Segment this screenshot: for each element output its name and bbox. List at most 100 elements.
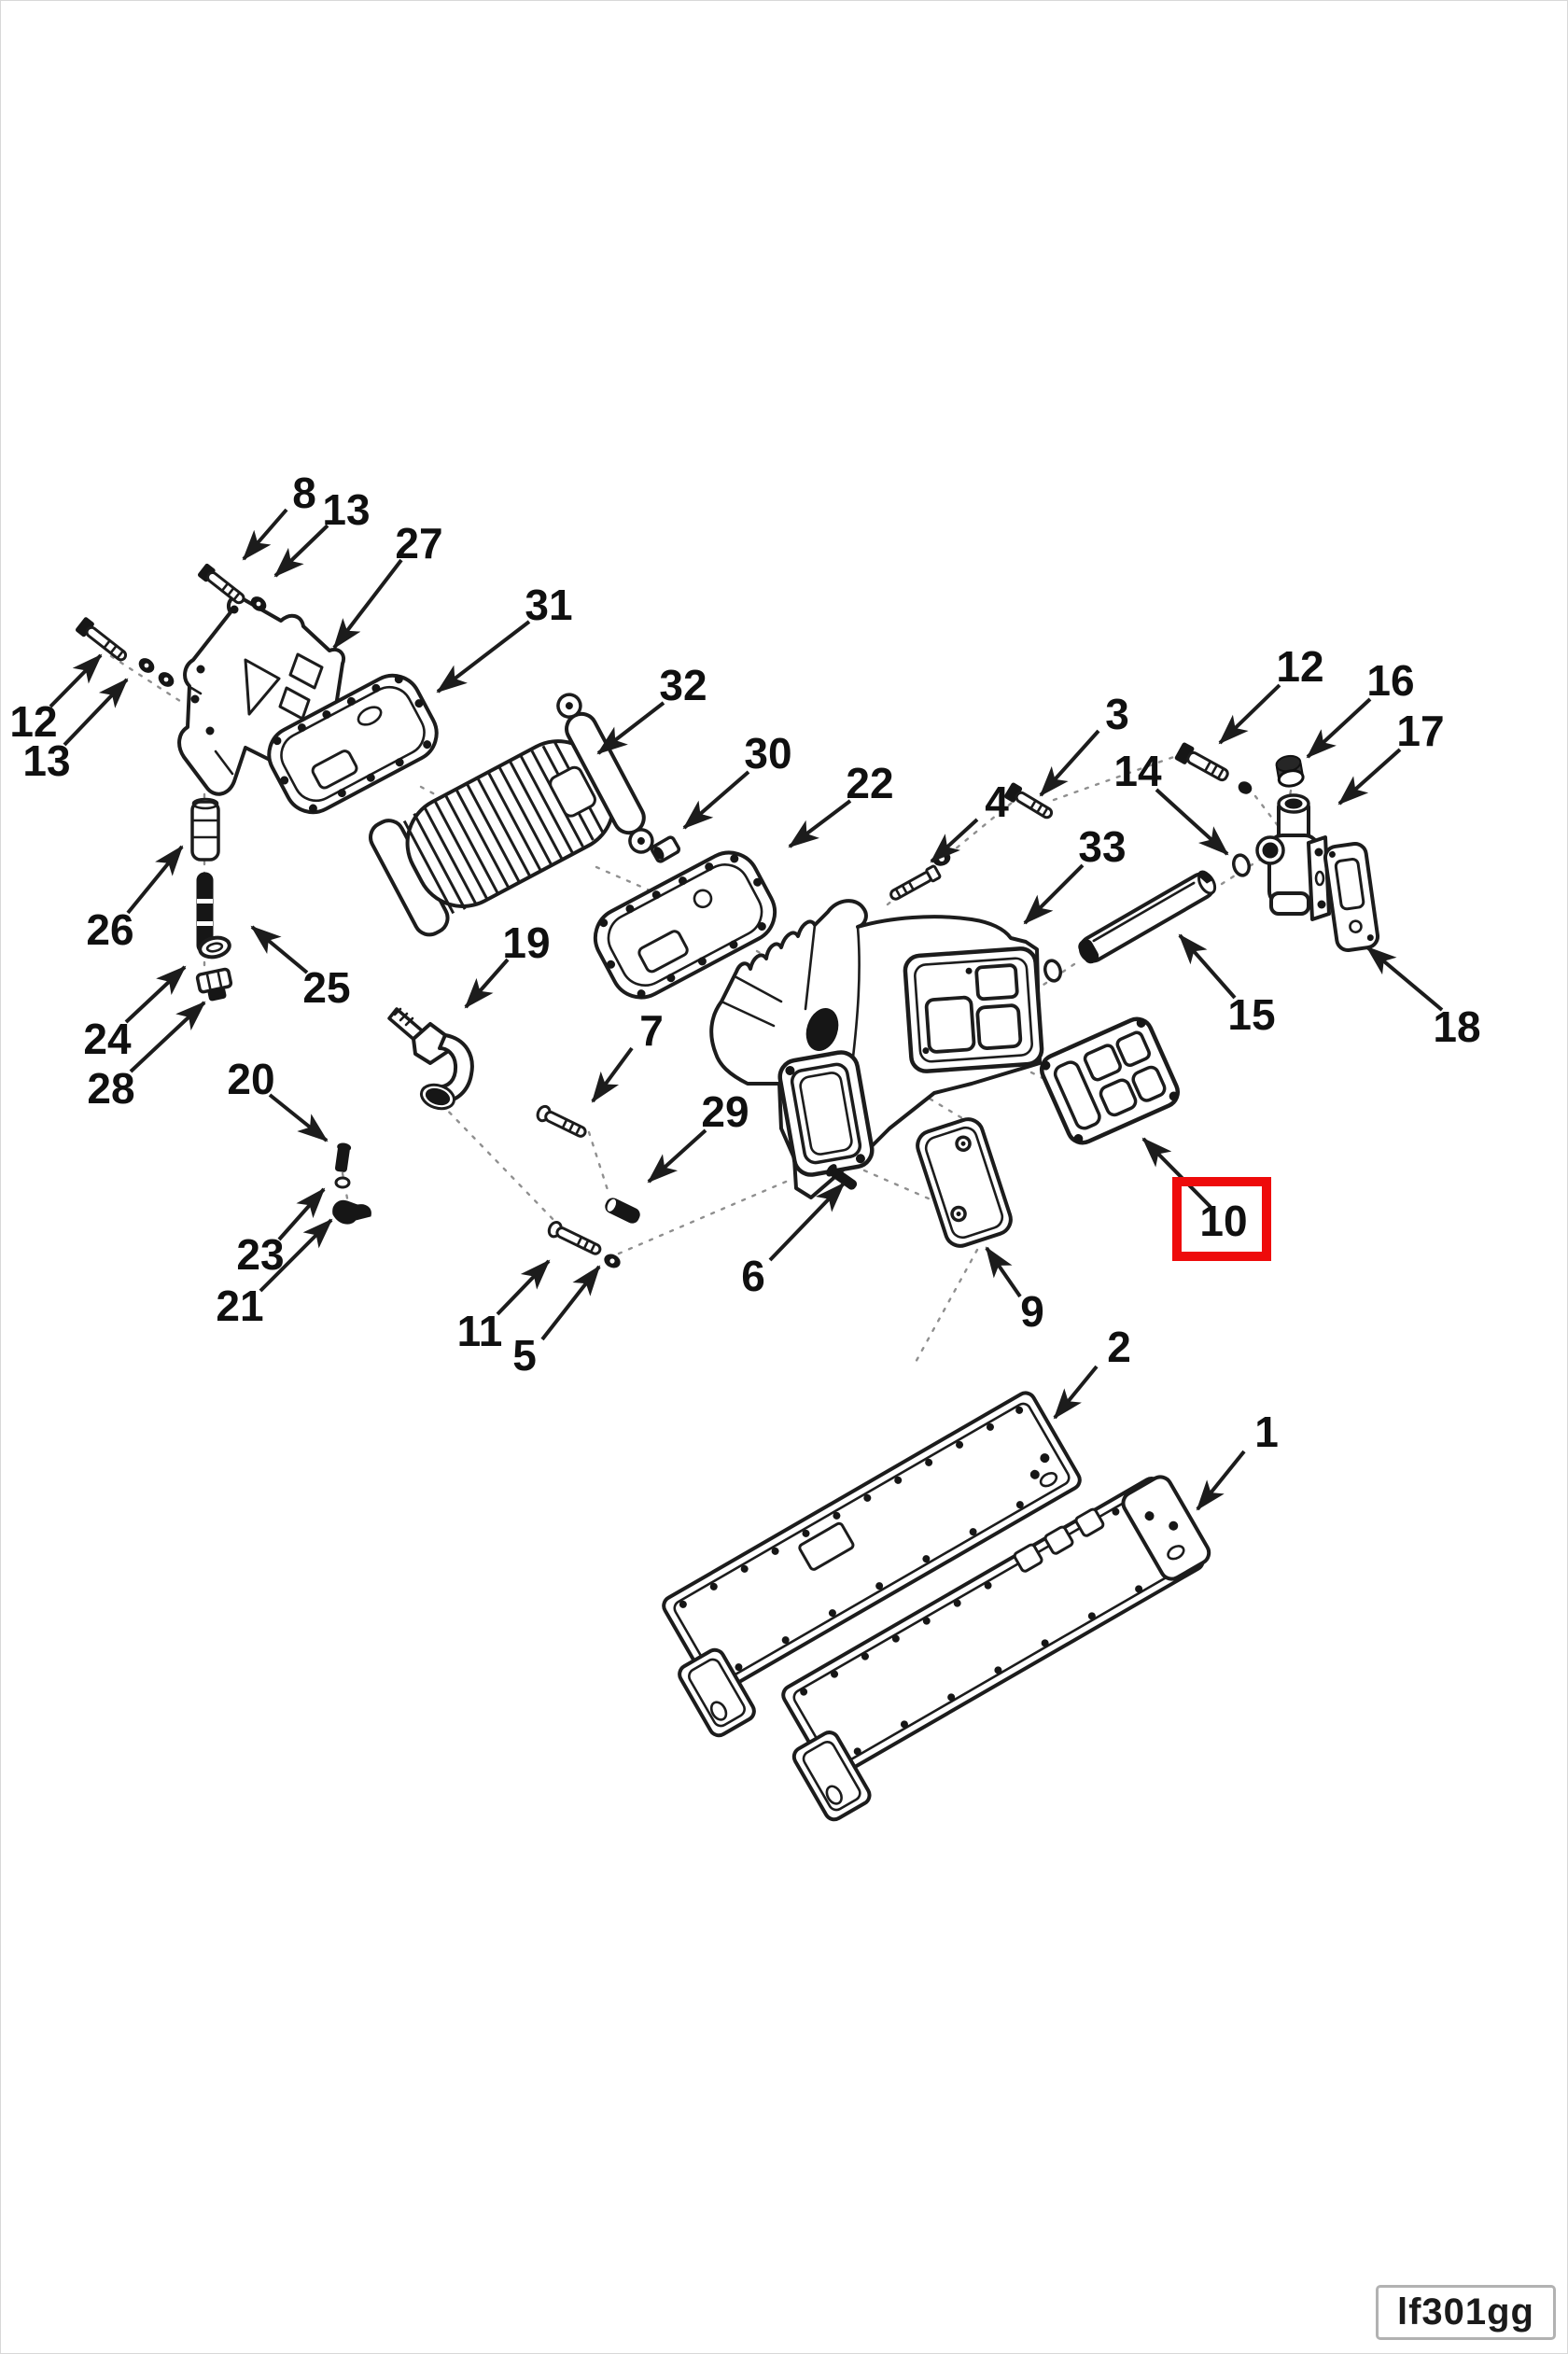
highlight-box-callout-10[interactable] (1172, 1177, 1271, 1261)
part-26-bypass-tube (190, 797, 220, 862)
leader-arrow-7 (591, 1046, 634, 1103)
leader-arrow-18 (1365, 946, 1444, 1012)
leader-arrow-31 (436, 620, 531, 694)
callout-16[interactable]: 16 (1366, 656, 1414, 705)
leader-arrow-6 (768, 1182, 846, 1262)
callout-7[interactable]: 7 (639, 1006, 664, 1055)
part-12-washer (1238, 781, 1253, 794)
leader-arrow-4 (930, 818, 979, 863)
leader-arrow-26 (126, 845, 184, 915)
callout-8[interactable]: 8 (292, 469, 316, 517)
leader-arrow-3 (1039, 729, 1100, 797)
leader-arrow-5 (540, 1265, 601, 1341)
callout-32[interactable]: 32 (659, 661, 707, 709)
callout-31[interactable]: 31 (525, 581, 572, 629)
callout-22[interactable]: 22 (846, 759, 893, 807)
part-18-gasket (1323, 842, 1380, 952)
leader-arrow-29 (647, 1128, 707, 1184)
callout-33[interactable]: 33 (1078, 822, 1126, 871)
part-13-washer (250, 596, 267, 611)
leader-arrow-15 (1178, 933, 1237, 1000)
gasket-2-end-tab (678, 1647, 756, 1738)
callout-30[interactable]: 30 (744, 729, 791, 778)
part-10-gasket (1039, 1016, 1181, 1145)
callout-23[interactable]: 23 (236, 1230, 284, 1279)
callout-9[interactable]: 9 (1020, 1287, 1044, 1336)
callout-25[interactable]: 25 (302, 963, 350, 1012)
part-8-bolt (197, 563, 245, 605)
callout-12[interactable]: 12 (1276, 642, 1323, 691)
callout-2[interactable]: 2 (1107, 1323, 1131, 1371)
callout-13[interactable]: 13 (322, 485, 370, 534)
gasket-22-bolt-holes (599, 854, 766, 999)
leader-arrow-14 (1155, 788, 1229, 856)
callout-10[interactable]: 10 (1199, 1197, 1247, 1245)
callout-12[interactable]: 12 (9, 697, 57, 746)
part-23-oring (334, 1176, 351, 1189)
gasket-31-bolt-holes (273, 675, 432, 813)
leader-arrow-21 (259, 1218, 333, 1293)
part-7-bolt (536, 1104, 587, 1138)
callout-29[interactable]: 29 (701, 1087, 749, 1136)
callout-17[interactable]: 17 (1396, 707, 1444, 755)
callout-3[interactable]: 3 (1105, 690, 1129, 738)
callout-1[interactable]: 1 (1254, 1408, 1279, 1456)
callout-18[interactable]: 18 (1433, 1002, 1480, 1051)
leader-arrow-23 (277, 1187, 326, 1241)
part-22-gasket (593, 850, 777, 1000)
callout-24[interactable]: 24 (83, 1015, 132, 1063)
leader-arrow-9 (985, 1246, 1022, 1298)
leader-arrow-27 (332, 558, 403, 650)
part-11-bolt (547, 1221, 602, 1255)
leader-arrow-13 (273, 524, 329, 578)
figure-code-badge: lf301gg (1375, 2285, 1556, 2340)
part-24-oring (198, 935, 231, 960)
callout-6[interactable]: 6 (741, 1252, 765, 1300)
part-2-gasket-plate (662, 1391, 1082, 1738)
callout-19[interactable]: 19 (502, 918, 550, 967)
leader-arrow-19 (464, 958, 510, 1009)
part-3-bolt (1004, 782, 1054, 820)
callout-15[interactable]: 15 (1227, 990, 1275, 1039)
leader-arrow-25 (250, 925, 309, 974)
callout-4[interactable]: 4 (985, 778, 1009, 826)
leader-arrow-24 (124, 965, 187, 1024)
callout-28[interactable]: 28 (87, 1064, 134, 1113)
part-21-clip (332, 1199, 371, 1225)
callout-14[interactable]: 14 (1113, 747, 1162, 795)
part-9-cover-plate (916, 1117, 1013, 1248)
part-32-cooler-core (369, 693, 654, 937)
part-16-nut (1275, 754, 1305, 788)
leader-arrow-30 (682, 770, 750, 830)
leader-arrow-16 (1306, 697, 1372, 759)
part-20-bolt (334, 1142, 352, 1172)
part-29-plug (605, 1198, 640, 1224)
callout-20[interactable]: 20 (227, 1055, 274, 1103)
part-12-bolt-right (1174, 742, 1229, 782)
leader-arrow-33 (1023, 863, 1085, 925)
leader-arrow-17 (1337, 748, 1402, 806)
leader-arrow-11 (496, 1259, 551, 1316)
part-1-gasket-plate (781, 1475, 1211, 1822)
part-14-oring (1232, 853, 1251, 877)
callout-26[interactable]: 26 (86, 905, 133, 954)
part-30-plug (650, 835, 681, 863)
callout-13[interactable]: 13 (22, 736, 70, 785)
leader-arrow-12 (1218, 683, 1281, 745)
callout-11[interactable]: 11 (457, 1307, 503, 1355)
leader-arrow-32 (596, 701, 665, 755)
leader-arrow-28 (129, 1001, 206, 1073)
callout-27[interactable]: 27 (395, 519, 442, 567)
part-12-bolt-left (75, 617, 128, 662)
leader-arrow-20 (268, 1093, 329, 1142)
callout-21[interactable]: 21 (216, 1282, 263, 1330)
leader-arrow-8 (242, 508, 288, 561)
part-stud-bolt (889, 864, 942, 901)
leader-arrow-12 (49, 653, 103, 708)
gasket-1-end-tab (791, 1730, 872, 1822)
part-13-washers-left (138, 658, 175, 687)
callout-5[interactable]: 5 (512, 1331, 537, 1380)
